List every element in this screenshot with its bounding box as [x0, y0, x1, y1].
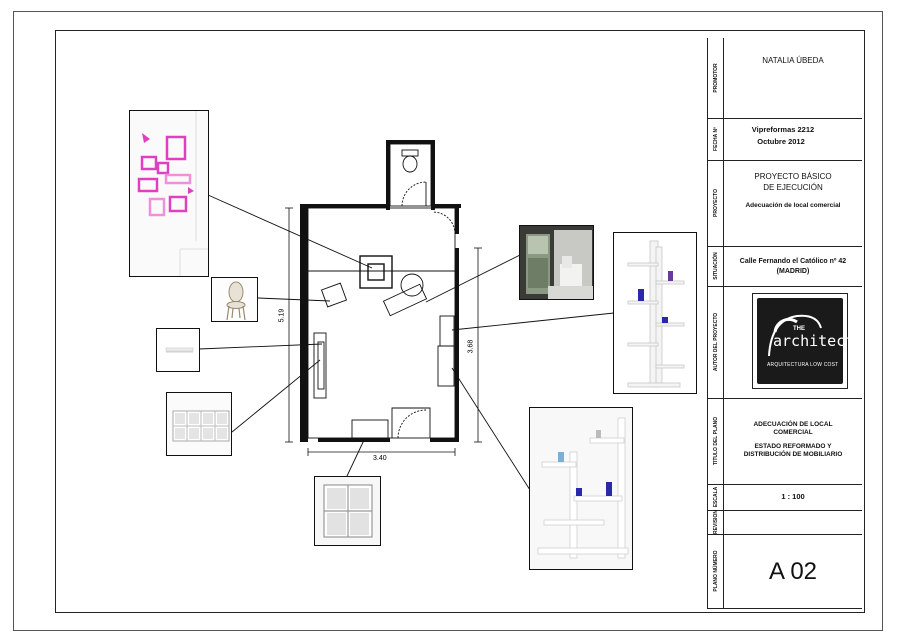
dimension-height-right: 3.68	[467, 339, 475, 354]
label-proyecto: PROYECTO	[712, 189, 719, 217]
dimension-height-left: 5.19	[278, 308, 286, 323]
fecha-line2: Octubre 2012	[757, 137, 805, 146]
leader-window-seat	[425, 254, 521, 303]
tb-row-revision: REVISION	[707, 510, 862, 535]
title-block: PROMOTOR NATALIA ÚBEDA FECHA Nº Viprefor…	[707, 38, 862, 609]
titulo-line1: ADECUACIÓN DE LOCAL	[753, 421, 833, 428]
label-promotor: PROMOTOR	[712, 63, 719, 93]
escala-value: 1 : 100	[781, 492, 805, 501]
tb-row-titulo: TITULO DEL PLANO ADECUACIÓN DE LOCAL COM…	[707, 398, 862, 485]
promotor-name: NATALIA ÚBEDA	[762, 56, 824, 65]
tall-bookcase-photo	[613, 232, 697, 394]
interior	[307, 143, 456, 439]
wall-shelf-icon	[157, 329, 199, 371]
titulo-line2: COMERCIAL	[773, 429, 813, 436]
dimension-lines	[285, 207, 482, 456]
tb-row-autor: AUTOR DEL PROYECTO THE architect ARQUITE…	[707, 286, 862, 399]
label-revision: REVISION	[712, 510, 719, 534]
window-seat-photo	[519, 225, 594, 300]
tb-row-fecha: FECHA Nº Vipreformas 2212 Octubre 2012	[707, 118, 862, 161]
logo-the: THE	[793, 326, 805, 332]
label-situacion: SITUACIÓN	[712, 252, 719, 280]
staggered-bookcase-icon	[530, 408, 632, 569]
tb-row-situacion: SITUACIÓN Calle Fernando el Católico nº …	[707, 246, 862, 287]
plano-number: A 02	[768, 558, 818, 585]
label-titulo: TITULO DEL PLANO	[712, 416, 719, 466]
cube-shelf-wide-photo	[166, 392, 232, 456]
fecha-line1: Vipreformas 2212	[751, 125, 815, 134]
cube-shelf-wide-icon	[167, 393, 231, 455]
outer-border	[13, 11, 883, 631]
architect-logo: THE architect ARQUITECTURA LOW COST	[752, 293, 854, 389]
walls	[300, 140, 461, 442]
staggered-bookcase-photo	[529, 407, 633, 570]
situacion-line2: (MADRID)	[776, 268, 810, 275]
label-plano: PLANO NÚMERO	[712, 550, 719, 592]
leader-cube-square	[346, 437, 366, 477]
cube-shelf-square-icon	[315, 477, 380, 545]
titulo-line4: DISTRIBUCIÓN DE MOBILIARIO	[743, 451, 843, 458]
label-autor: AUTOR DEL PROYECTO	[712, 312, 719, 372]
wall-shelf-photo	[156, 328, 200, 372]
leader-frames	[207, 194, 373, 269]
proyecto-line1: PROYECTO BÁSICO	[754, 172, 832, 181]
tb-row-plano: PLANO NÚMERO A 02	[707, 534, 862, 609]
tb-row-proyecto: PROYECTO PROYECTO BÁSICO DE EJECUCIÓN Ad…	[707, 160, 862, 247]
desk-lamp-icon	[768, 314, 822, 357]
proyecto-line2: DE EJECUCIÓN	[763, 183, 823, 192]
logo-architect: architect	[773, 332, 855, 350]
leader-staggered-bookcase	[451, 367, 531, 491]
chair-photo	[211, 277, 258, 322]
cube-shelf-square-photo	[314, 476, 381, 546]
tb-row-promotor: PROMOTOR NATALIA ÚBEDA	[707, 38, 862, 119]
window-seat-photo-icon	[520, 226, 593, 299]
frames-wall-photo	[129, 110, 209, 277]
chair-icon	[212, 278, 257, 321]
situacion-line1: Calle Fernando el Católico nº 42	[739, 258, 847, 265]
titulo-line3: ESTADO REFORMADO Y	[754, 443, 832, 450]
tb-row-escala: ESCALA 1 : 100	[707, 484, 862, 511]
leader-chair	[257, 297, 331, 302]
label-escala: ESCALA	[712, 486, 719, 508]
proyecto-line3: Adecuación de local comercial	[745, 202, 841, 209]
tall-bookcase-icon	[614, 233, 696, 393]
leader-tall-bookcase	[451, 312, 615, 331]
logo-subtitle: ARQUITECTURA LOW COST	[767, 362, 839, 368]
inner-border	[55, 30, 865, 613]
dimension-width-bottom: 3.40	[373, 455, 387, 462]
frames-wall-icon	[130, 111, 208, 276]
